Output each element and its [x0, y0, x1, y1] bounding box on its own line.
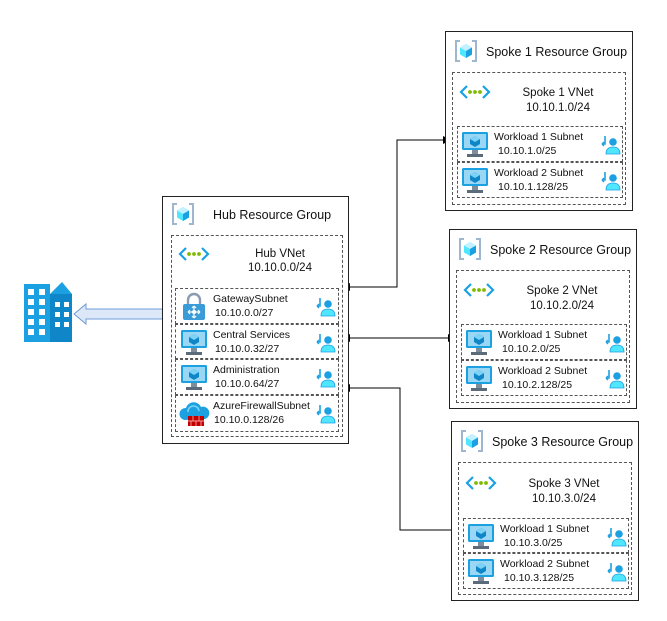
hub-title: Hub Resource Group — [213, 208, 332, 222]
spoke-subnet-workload-1: Workload 1 Subnet 10.10.1.0/25 — [457, 126, 623, 162]
subnet-cidr: 10.10.2.128/25 — [502, 379, 573, 391]
spoke-subnet-workload-1: Workload 1 Subnet 10.10.3.0/25 — [463, 518, 629, 553]
spoke-vnet-cidr: 10.10.1.0/24 — [526, 102, 590, 114]
building-icon — [24, 282, 72, 342]
vnet-icon — [463, 283, 495, 297]
subnet-name: GatewaySubnet — [213, 293, 288, 305]
subnet-cidr: 10.10.1.0/25 — [498, 145, 557, 157]
spoke-vnet: Spoke 2 VNet 10.10.2.0/24 Workload 1 Sub… — [456, 270, 630, 403]
subnet-name: AzureFirewallSubnet — [213, 400, 310, 412]
user-icon — [607, 563, 627, 582]
monitor-vm-icon — [468, 559, 494, 584]
resource-group-icon — [172, 203, 194, 225]
user-icon — [607, 528, 627, 547]
monitor-vm-icon — [466, 330, 492, 355]
resource-group-icon — [455, 40, 477, 62]
spoke-vnet: Spoke 1 VNet 10.10.1.0/24 Workload 1 Sub… — [452, 72, 626, 205]
spoke-subnet-workload-2: Workload 2 Subnet 10.10.2.128/25 — [461, 360, 627, 396]
spoke-2-resource-group: Spoke 2 Resource Group Spoke 2 VNet 10.1… — [449, 229, 637, 409]
subnet-cidr: 10.10.3.128/25 — [504, 572, 575, 584]
peering-link-spoke-1 — [342, 136, 451, 291]
monitor-vm-icon — [462, 168, 488, 193]
resource-group-icon — [459, 238, 481, 260]
subnet-cidr: 10.10.0.0/27 — [215, 307, 274, 319]
subnet-cidr: 10.10.0.32/27 — [215, 343, 280, 355]
subnet-name: Workload 1 Subnet — [498, 329, 588, 341]
gateway-icon — [183, 292, 205, 320]
user-icon — [316, 298, 336, 317]
user-icon — [601, 172, 621, 191]
spoke-subnet-workload-2: Workload 2 Subnet 10.10.1.128/25 — [457, 162, 623, 198]
subnet-cidr: 10.10.2.0/25 — [502, 343, 561, 355]
spoke-title: Spoke 2 Resource Group — [490, 243, 632, 257]
user-icon — [605, 370, 625, 389]
spoke-subnet-workload-2: Workload 2 Subnet 10.10.3.128/25 — [463, 553, 629, 589]
spoke-vnet-name: Spoke 3 VNet — [528, 478, 600, 490]
hub-subnet-firewall: AzureFirewallSubnet 10.10.0.128/26 — [175, 395, 339, 432]
spoke-vnet-cidr: 10.10.3.0/24 — [532, 493, 596, 505]
monitor-vm-icon — [181, 330, 207, 355]
subnet-name: Workload 1 Subnet — [494, 131, 584, 143]
vnet-icon — [178, 247, 210, 261]
resource-group-icon — [461, 430, 483, 452]
vnet-icon — [465, 476, 497, 490]
hub-vnet-cidr: 10.10.0.0/24 — [248, 262, 312, 274]
vnet-icon — [459, 85, 491, 99]
spoke-title: Spoke 1 Resource Group — [486, 45, 628, 59]
user-icon — [601, 136, 621, 155]
monitor-vm-icon — [181, 365, 207, 390]
user-icon — [316, 334, 336, 353]
hub-subnet-central-services: Central Services 10.10.0.32/27 — [175, 324, 339, 359]
subnet-name: Central Services — [213, 329, 291, 341]
subnet-name: Workload 2 Subnet — [500, 558, 590, 570]
subnet-name: Workload 2 Subnet — [498, 365, 588, 377]
user-icon — [316, 405, 336, 424]
subnet-cidr: 10.10.1.128/25 — [498, 181, 569, 193]
spoke-vnet-cidr: 10.10.2.0/24 — [530, 300, 594, 312]
subnet-name: Administration — [213, 364, 280, 376]
monitor-vm-icon — [466, 366, 492, 391]
subnet-cidr: 10.10.0.128/26 — [214, 414, 285, 426]
user-icon — [316, 369, 336, 388]
spoke-vnet-name: Spoke 2 VNet — [526, 285, 598, 297]
monitor-vm-icon — [462, 132, 488, 157]
hub-subnet-gateway: GatewaySubnet 10.10.0.0/27 — [175, 288, 339, 324]
spoke-title: Spoke 3 Resource Group — [492, 435, 634, 449]
hub-vnet: Hub VNet 10.10.0.0/24 GatewaySubnet 10.1… — [171, 235, 343, 437]
spoke-1-resource-group: Spoke 1 Resource Group Spoke 1 VNet 10.1… — [445, 31, 633, 211]
subnet-cidr: 10.10.3.0/25 — [504, 537, 563, 549]
spoke-3-resource-group: Spoke 3 Resource Group Spoke 3 VNet 10.1… — [451, 421, 639, 601]
firewall-icon — [179, 402, 210, 426]
hub-subnet-administration: Administration 10.10.0.64/27 — [175, 359, 339, 395]
hub-resource-group: Hub Resource Group Hub VNet 10.10.0.0/24… — [162, 196, 349, 444]
user-icon — [605, 334, 625, 353]
subnet-cidr: 10.10.0.64/27 — [215, 378, 280, 390]
subnet-name: Workload 2 Subnet — [494, 167, 584, 179]
spoke-vnet: Spoke 3 VNet 10.10.3.0/24 Workload 1 Sub… — [458, 462, 632, 595]
peering-link-spoke-3 — [342, 384, 461, 534]
subnet-name: Workload 1 Subnet — [500, 523, 590, 535]
hub-vnet-name: Hub VNet — [255, 248, 305, 260]
spoke-vnet-name: Spoke 1 VNet — [522, 87, 594, 99]
monitor-vm-icon — [468, 524, 494, 549]
spoke-subnet-workload-1: Workload 1 Subnet 10.10.2.0/25 — [461, 324, 627, 360]
